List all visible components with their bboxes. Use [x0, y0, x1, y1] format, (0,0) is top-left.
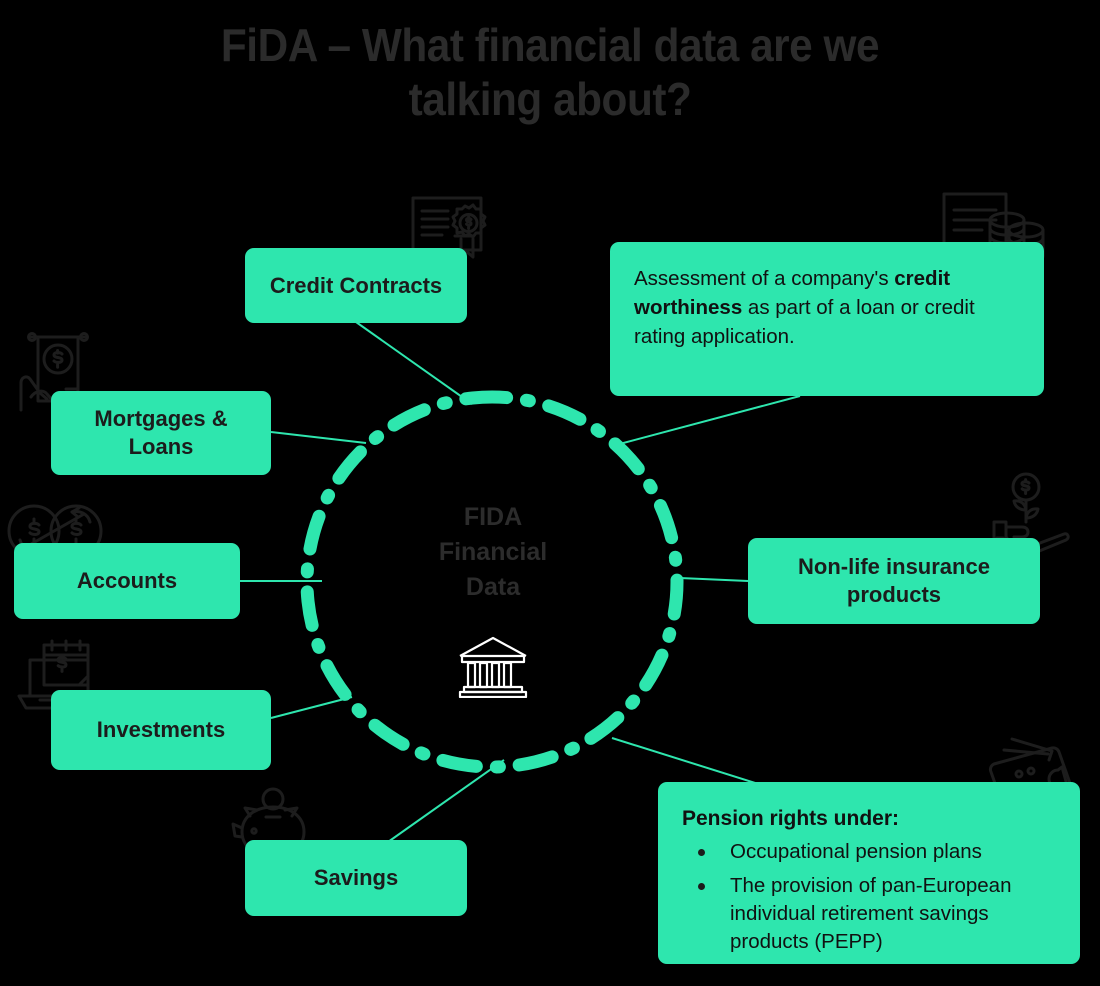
callout-text-before: Assessment of a company's: [634, 267, 895, 290]
card-investments[interactable]: Investments: [51, 690, 271, 770]
card-label: Non-life insurance products: [798, 554, 990, 607]
central-dashed-ring: [300, 390, 684, 774]
page-title: FiDA – What financial data are we talkin…: [220, 19, 880, 125]
center-label: FIDA Financial Data: [438, 503, 548, 601]
connector-creditworthiness: [611, 395, 801, 447]
connector-non-life: [679, 577, 749, 582]
callout-pension-heading: Pension rights under:: [682, 807, 900, 830]
callout-pension[interactable]: Pension rights under: Occupational pensi…: [658, 782, 1080, 964]
callout-text-bold: credit worthiness: [634, 267, 951, 319]
callout-creditworthiness-text: Assessment of a company's credit worthin…: [634, 264, 1020, 351]
card-label: Investments: [96, 717, 226, 742]
connector-investments: [270, 696, 353, 719]
connector-pension: [611, 737, 769, 788]
card-label: Credit Contracts: [269, 272, 443, 298]
list-item: Occupational pension plans: [682, 838, 1056, 866]
connector-mortgages: [270, 431, 367, 444]
callout-text-after: as part of a loan or credit rating appli…: [634, 296, 975, 348]
card-mortgages-loans[interactable]: Mortgages & Loans: [51, 391, 271, 475]
callout-creditworthiness[interactable]: Assessment of a company's credit worthin…: [610, 242, 1044, 396]
connector-credit-contracts: [355, 321, 473, 405]
hand-holding-document-icon: [10, 327, 102, 419]
card-label: Mortgages & Loans: [94, 406, 228, 459]
connector-savings: [387, 759, 505, 843]
card-accounts[interactable]: Accounts: [14, 543, 240, 619]
card-non-life-insurance[interactable]: Non-life insurance products: [748, 538, 1040, 624]
card-label: Accounts: [76, 568, 178, 593]
bank-building-icon: [455, 632, 531, 699]
card-credit-contracts[interactable]: Credit Contracts: [245, 248, 467, 323]
list-item: The provision of pan-European individual…: [682, 872, 1056, 956]
card-savings[interactable]: Savings: [245, 840, 467, 916]
callout-pension-bullets: Occupational pension plans The provision…: [682, 838, 1056, 956]
card-label: Savings: [313, 865, 399, 890]
